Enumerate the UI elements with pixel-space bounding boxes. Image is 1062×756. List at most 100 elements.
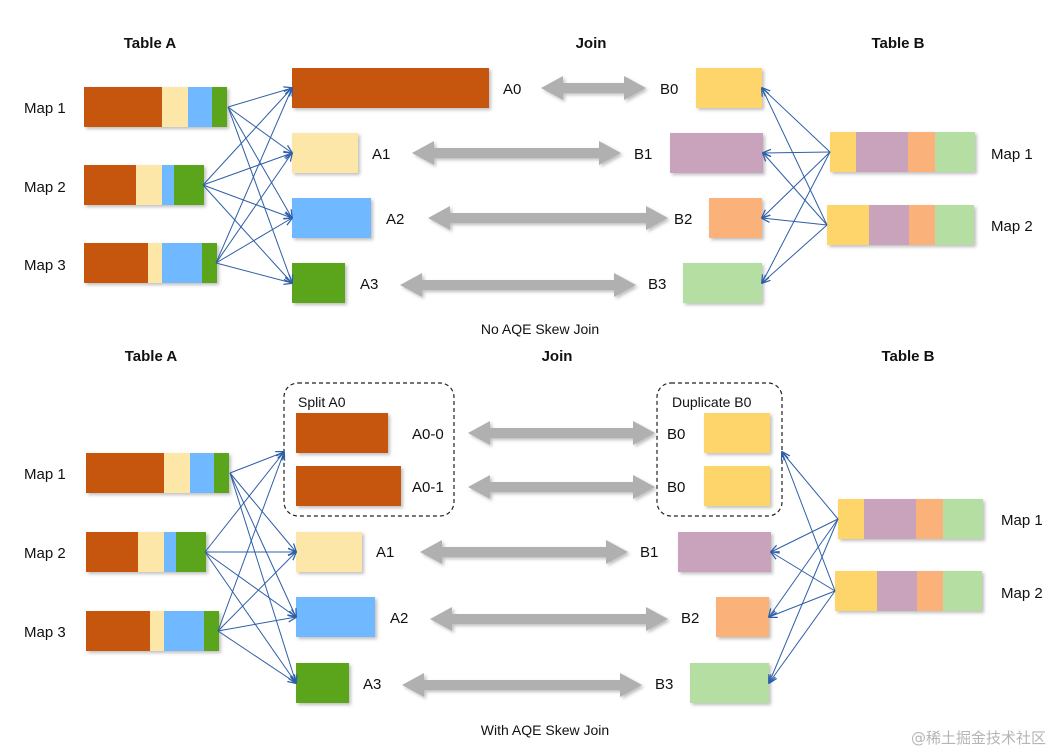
bottom-left-map-1-bar-segment-1	[86, 453, 164, 493]
bottom-left-fan-edge-3-2	[217, 552, 296, 632]
bottom-right-fan-edge-2-1	[782, 452, 836, 592]
top-right-fan-edge-1-2	[763, 152, 831, 153]
bottom-b0-block-1	[704, 413, 770, 453]
bottom-left-map-1-bar-segment-3	[190, 453, 214, 493]
bottom-join-arrow-3	[430, 607, 668, 631]
top-caption: No AQE Skew Join	[481, 321, 599, 337]
bottom-right-map-1-bar-segment-2	[864, 499, 916, 539]
top-a0-label: A0	[503, 81, 521, 98]
bottom-right-map-2-bar-segment-2	[877, 571, 917, 611]
bottom-left-fan-edge-2-1	[204, 452, 284, 553]
bottom-left-fan-edge-3-1	[217, 452, 284, 632]
bottom-left-map-3-bar-segment-3	[164, 611, 204, 651]
bottom-left-map-2-bar-segment-2	[138, 532, 164, 572]
bottom-b0-label-2: B0	[667, 479, 685, 496]
top-left-map-3-bar-segment-3	[162, 243, 202, 283]
top-a3-block	[292, 263, 345, 303]
top-join-arrow-1	[412, 141, 621, 165]
bottom-b0-label-1: B0	[667, 426, 685, 443]
bottom-a2-label: A2	[390, 610, 408, 627]
top-a2-label: A2	[386, 211, 404, 228]
top-left-fan-edge-1-1	[227, 88, 292, 108]
bottom-left-map-2-bar-segment-1	[86, 532, 138, 572]
top-left-fan-edge-3-1	[215, 88, 292, 264]
top-right-map-2-bar-segment-4	[935, 205, 974, 245]
top-left-map-3-bar	[84, 243, 217, 283]
bottom-left-fan-edge-1-2	[229, 472, 296, 552]
top-left-fan-edge-1-4	[227, 106, 292, 283]
duplicate-b0-group-box	[656, 382, 783, 517]
bottom-right-map-2-bar-segment-1	[835, 571, 877, 611]
top-right-map-1-label: Map 1	[991, 146, 1033, 163]
top-left-map-1-label: Map 1	[24, 100, 66, 117]
top-table-b-heading: Table B	[871, 35, 924, 52]
top-left-fan-edge-2-3	[202, 184, 292, 218]
top-right-fan-edge-1-3	[762, 151, 831, 218]
bottom-right-fan-edge-1-2	[771, 518, 839, 552]
bottom-join-arrow-2	[420, 540, 628, 564]
top-right-map-2-bar-segment-2	[869, 205, 909, 245]
bottom-a0-1-label: A0-1	[412, 479, 444, 496]
bottom-right-fan	[769, 452, 839, 683]
split-a0-group-box	[283, 382, 455, 517]
bottom-left-map-3-bar-segment-4	[204, 611, 219, 651]
bottom-left-fan-edge-1-3	[229, 472, 296, 617]
bottom-left-map-2-label: Map 2	[24, 545, 66, 562]
top-left-fan-edge-2-2	[202, 153, 292, 186]
top-b1-block	[670, 133, 763, 173]
bottom-left-fan-edge-1-1	[229, 452, 284, 474]
bottom-right-fan-edge-2-3	[769, 590, 836, 617]
top-right-map-1-bar-segment-1	[830, 132, 856, 172]
bottom-right-map-2-label: Map 2	[1001, 585, 1043, 602]
top-a3-label: A3	[360, 276, 378, 293]
top-left-map-2-bar-segment-4	[174, 165, 204, 205]
top-join-arrow-2	[428, 206, 668, 230]
bottom-table-a-heading: Table A	[125, 348, 178, 365]
top-right-fan-edge-2-4	[762, 224, 828, 283]
top-left-fan-edge-3-3	[215, 218, 292, 264]
bottom-join-arrow-1	[468, 475, 655, 499]
bottom-left-map-1-bar-segment-2	[164, 453, 190, 493]
bottom-left-fan-edge-2-3	[204, 551, 296, 617]
bottom-right-map-1-bar-segment-4	[943, 499, 983, 539]
watermark: @稀土掘金技术社区	[910, 729, 1046, 747]
top-right-fan-edge-2-1	[762, 88, 828, 226]
top-left-map-2-bar-segment-3	[162, 165, 174, 205]
bottom-left-map-3-label: Map 3	[24, 624, 66, 641]
top-a2-block	[292, 198, 371, 238]
bottom-join-arrow-0	[468, 421, 655, 445]
top-b1-label: B1	[634, 146, 652, 163]
bottom-join-arrow-4	[402, 673, 642, 697]
top-right-map-1-bar-segment-4	[935, 132, 975, 172]
top-b3-block	[683, 263, 762, 303]
top-right-fan-edge-2-2	[763, 153, 828, 226]
bottom-right-fan-edge-2-2	[771, 552, 836, 592]
bottom-left-map-3-bar	[86, 611, 219, 651]
bottom-b2-block	[716, 597, 769, 637]
top-left-fan	[202, 88, 292, 283]
bottom-right-map-1-label: Map 1	[1001, 512, 1043, 529]
bottom-right-fan-edge-2-4	[769, 590, 836, 683]
top-a1-label: A1	[372, 146, 390, 163]
bottom-left-map-1-bar	[86, 453, 229, 493]
top-b2-label: B2	[674, 211, 692, 228]
top-right-map-2-label: Map 2	[991, 218, 1033, 235]
bottom-left-map-3-bar-segment-2	[150, 611, 164, 651]
top-left-fan-edge-1-2	[227, 106, 292, 153]
bottom-left-map-2-bar-segment-3	[164, 532, 176, 572]
bottom-right-fan-edge-1-3	[769, 518, 839, 617]
top-left-map-1-bar-segment-4	[212, 87, 227, 127]
split-a0-label: Split A0	[298, 394, 346, 410]
top-join-arrow-0	[541, 76, 646, 100]
top-a0-block	[292, 68, 489, 108]
bottom-left-map-2-bar	[86, 532, 206, 572]
bottom-left-fan-edge-2-4	[204, 551, 296, 683]
bottom-a0-0-label: A0-0	[412, 426, 444, 443]
bottom-left-fan-edge-1-4	[229, 472, 296, 683]
top-a1-block	[292, 133, 358, 173]
top-left-fan-edge-2-1	[202, 88, 292, 186]
bottom-left-fan-edge-3-4	[217, 630, 296, 683]
top-right-map-1-bar-segment-3	[908, 132, 935, 172]
bottom-table-b-heading: Table B	[881, 348, 934, 365]
